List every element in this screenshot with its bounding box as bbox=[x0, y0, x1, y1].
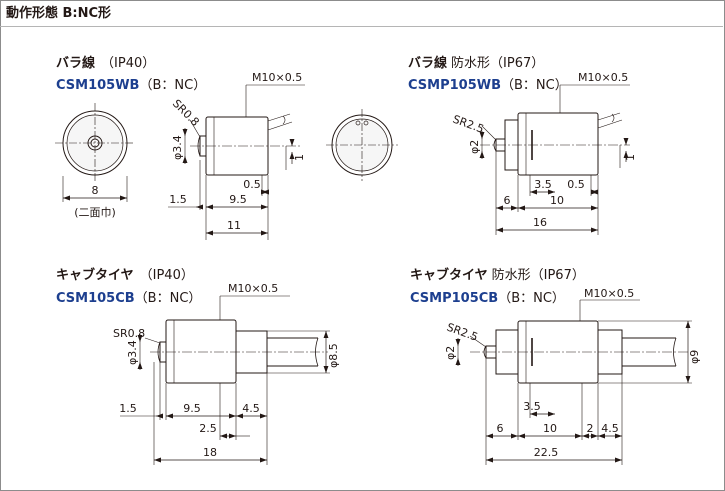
br-model-code: CSMP105CB bbox=[410, 291, 499, 306]
tl-dim-1: 1 bbox=[293, 154, 306, 161]
tl-dim-95: 9.5 bbox=[229, 193, 247, 206]
bl-dim-15: 1.5 bbox=[119, 402, 137, 415]
tl-dim-15: 1.5 bbox=[169, 193, 187, 206]
tr-dim-thread: M10×0.5 bbox=[578, 71, 628, 84]
bl-dim-sr: SR0.8 bbox=[113, 327, 145, 340]
tl-dim-05: 0.5 bbox=[243, 178, 261, 191]
bl-model: CSM105CB（B：NC） bbox=[56, 289, 201, 305]
header-divider bbox=[0, 26, 723, 27]
tl-title-bold: バラ線 bbox=[56, 56, 96, 71]
tr-dim-05: 0.5 bbox=[567, 178, 585, 191]
tl-dim-sr: SR0.8 bbox=[170, 97, 202, 129]
bl-dim-25: 2.5 bbox=[199, 422, 217, 435]
br-model: CSMP105CB（B：NC） bbox=[410, 289, 565, 305]
page-title: 動作形態 B:NC形 bbox=[6, 6, 112, 21]
br-dim-225: 22.5 bbox=[534, 446, 559, 459]
tr-model-suffix: （B：NC） bbox=[501, 78, 568, 93]
tr-dim-16: 16 bbox=[533, 216, 547, 229]
br-dim-sr: SR2.5 bbox=[445, 321, 480, 344]
bl-dim-phi: φ3.4 bbox=[126, 340, 139, 365]
br-model-suffix: （B：NC） bbox=[498, 291, 565, 306]
br-title: キャブタイヤ防水形（IP67） bbox=[410, 266, 585, 282]
br-title-bold: キャブタイヤ bbox=[410, 268, 488, 283]
tl-rear-view bbox=[326, 109, 398, 181]
bl-title-light: （IP40） bbox=[139, 268, 194, 283]
tl-side-view bbox=[168, 84, 305, 240]
tr-side-view bbox=[479, 84, 630, 235]
br-dim-phi: φ2 bbox=[444, 346, 457, 360]
tl-title-light: （IP40） bbox=[101, 56, 156, 71]
br-side-view bbox=[455, 299, 692, 465]
tl-dim-8: 8 bbox=[92, 184, 99, 197]
bl-dim-95: 9.5 bbox=[183, 402, 201, 415]
br-dim-10: 10 bbox=[543, 422, 557, 435]
bl-title-bold: キャブタイヤ bbox=[56, 268, 134, 283]
tl-dim-thread: M10×0.5 bbox=[252, 71, 302, 84]
bl-model-suffix: （B：NC） bbox=[134, 291, 202, 306]
tl-dim-11: 11 bbox=[227, 219, 241, 232]
br-dim-35: 3.5 bbox=[523, 400, 541, 413]
tl-dim-flats: (二面巾) bbox=[74, 205, 116, 219]
tr-title-light: 防水形（IP67） bbox=[451, 56, 545, 71]
tr-dim-10: 10 bbox=[550, 194, 564, 207]
tr-dim-phi: φ2 bbox=[468, 140, 481, 154]
tr-title: バラ線防水形（IP67） bbox=[408, 54, 544, 70]
bl-title: キャブタイヤ （IP40） bbox=[56, 266, 194, 282]
tl-model: CSM105WB（B：NC） bbox=[56, 76, 206, 92]
tr-dim-6: 6 bbox=[504, 194, 511, 207]
tr-dim-sr: SR2.5 bbox=[451, 113, 486, 136]
tl-model-code: CSM105WB bbox=[56, 78, 140, 93]
bl-dim-phi-cable: φ8.5 bbox=[327, 343, 340, 368]
tr-dim-35: 3.5 bbox=[534, 178, 552, 191]
br-title-light: 防水形（IP67） bbox=[491, 268, 585, 283]
bl-model-code: CSM105CB bbox=[56, 291, 135, 306]
bl-side-view bbox=[120, 295, 330, 465]
tl-title: バラ線 （IP40） bbox=[56, 54, 155, 70]
tl-front-view bbox=[55, 103, 135, 202]
tr-title-bold: バラ線 bbox=[408, 56, 448, 71]
bl-dim-thread: M10×0.5 bbox=[228, 282, 278, 295]
tl-dim-phi: φ3.4 bbox=[171, 135, 184, 160]
tr-dim-1: 1 bbox=[624, 154, 637, 161]
br-dim-45: 4.5 bbox=[601, 422, 619, 435]
br-dim-thread: M10×0.5 bbox=[584, 287, 634, 300]
tl-model-suffix: （B：NC） bbox=[139, 78, 207, 93]
bl-dim-45: 4.5 bbox=[242, 402, 260, 415]
br-dim-2: 2 bbox=[587, 422, 594, 435]
br-dim-6: 6 bbox=[497, 422, 504, 435]
tr-model: CSMP105WB（B：NC） bbox=[408, 76, 568, 92]
tr-model-code: CSMP105WB bbox=[408, 78, 501, 93]
bl-dim-18: 18 bbox=[203, 446, 217, 459]
br-dim-phi-cable: φ9 bbox=[688, 350, 701, 364]
